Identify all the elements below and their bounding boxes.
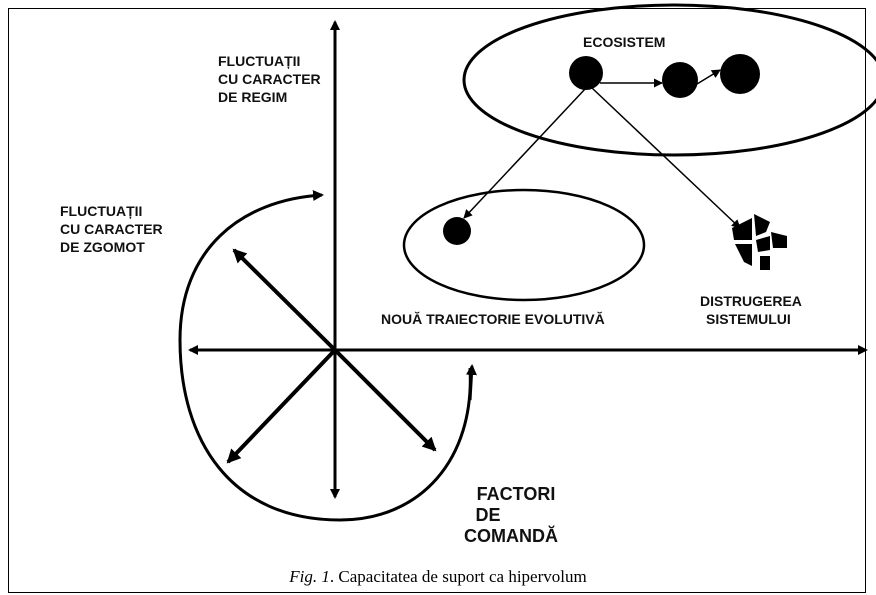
label-line: CU CARACTER: [60, 221, 163, 237]
diagonal-arrow-up-left: [232, 248, 337, 352]
label-command-factors: FACTORI DE COMANDĂ: [441, 484, 581, 547]
label-line: DE ZGOMOT: [60, 239, 145, 255]
label-noise-fluctuations: FLUCTUAȚII CU CARACTER DE ZGOMOT: [60, 202, 163, 256]
arrow-node2-node3: [696, 69, 721, 85]
arrow-to-new-trajectory: [463, 87, 587, 219]
ecosystem-node-1: [569, 56, 603, 90]
command-arc-end-arrow: [465, 364, 477, 401]
label-ecosystem: ECOSISTEM: [583, 33, 665, 51]
trajectory-node: [443, 217, 471, 245]
figure-frame: [8, 8, 866, 593]
trajectory-ellipse: [402, 188, 646, 302]
arrow-to-destruction: [591, 87, 741, 229]
label-line: DE REGIM: [218, 89, 288, 105]
label-line: DISTRUGEREA: [700, 293, 802, 309]
label-line: FACTORI: [476, 484, 556, 504]
label-line: FLUCTUAȚII: [218, 53, 301, 69]
diagonal-arrow-down-right: [333, 348, 437, 452]
label-regime-fluctuations: FLUCTUAȚII CU CARACTER DE REGIM: [218, 52, 321, 106]
label-line: ECOSISTEM: [583, 34, 666, 50]
label-system-destruction: DISTRUGEREA SISTEMULUI: [700, 292, 802, 328]
label-line: DE: [475, 505, 501, 525]
diagonal-arrow-down-left: [226, 348, 337, 464]
ecosystem-node-2: [662, 62, 698, 98]
label-line: NOUĂ TRAIECTORIE EVOLUTIVĂ: [381, 311, 605, 327]
figure-caption: Fig. 1. Capacitatea de suport ca hipervo…: [0, 567, 876, 587]
label-new-trajectory: NOUĂ TRAIECTORIE EVOLUTIVĂ: [381, 310, 605, 328]
ecosystem-node-3: [720, 54, 760, 94]
figure-number: Fig. 1: [289, 567, 330, 586]
label-line: COMANDĂ: [464, 526, 558, 546]
command-arc: [178, 190, 472, 522]
label-line: SISTEMULUI: [706, 311, 791, 327]
broken-system-icon: [732, 214, 787, 270]
ecosystem-ellipse: [462, 3, 876, 157]
label-line: FLUCTUAȚII: [60, 203, 143, 219]
label-line: CU CARACTER: [218, 71, 321, 87]
caption-text: . Capacitatea de suport ca hipervolum: [329, 567, 587, 586]
